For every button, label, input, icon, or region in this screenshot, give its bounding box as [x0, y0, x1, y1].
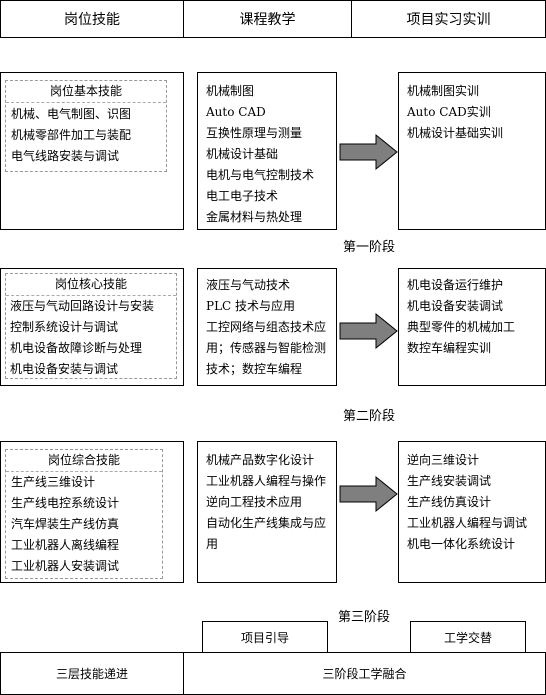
stage1-courses-box: 机械制图 Auto CAD 互换性原理与测量 机械设计基础 电机与电气控制技术 … [197, 72, 337, 230]
stage3-arrow-icon [339, 475, 398, 513]
course-item: 液压与气动技术 [206, 278, 291, 292]
work-study-label: 工学交替 [443, 630, 492, 645]
course-item: 互换性原理与测量 [206, 126, 303, 140]
stage2-arrow-icon [339, 312, 398, 350]
project-item: Auto CAD实训 [407, 105, 491, 119]
project-guide-box: 项目引导 [202, 621, 328, 653]
stage3-courses-box: 机械产品数字化设计 工业机器人编程与操作 逆向工程技术应用 自动化生产线集成与应… [197, 441, 337, 583]
stage1-skills-inner: 岗位基本技能 机械、电气制图、识图 机械零部件加工与装配 电气线路安装与调试 [5, 80, 167, 172]
header-skills-label: 岗位技能 [64, 12, 120, 28]
skill-item: 控制系统设计与调试 [10, 320, 119, 334]
stage3-projects-box: 逆向三维设计 生产线安装调试 生产线仿真设计 工业机器人编程与调试 机电一体化系… [398, 441, 546, 583]
project-item: 机电设备安装调试 [407, 299, 504, 313]
stage1-skill-title: 岗位基本技能 [6, 81, 166, 103]
project-item: 工业机器人编程与调试 [407, 516, 528, 530]
skill-item: 电气线路安装与调试 [11, 149, 120, 163]
course-item: 逆向工程技术应用 [206, 495, 303, 509]
project-guide-label: 项目引导 [240, 630, 289, 645]
integration-label: 三阶段工学融合 [322, 667, 407, 681]
stage2-label: 第二阶段 [343, 409, 396, 424]
header-skills: 岗位技能 [0, 0, 184, 38]
three-levels-box: 三层技能递进 [0, 652, 184, 695]
stage1-arrow-icon [339, 133, 398, 171]
stage2-skills-inner: 岗位核心技能 液压与气动回路设计与安装 控制系统设计与调试 机电设备故障诊断与处… [5, 273, 177, 379]
stage3-skills-box: 岗位综合技能 生产线三维设计 生产线电控系统设计 汽车焊装生产线仿真 工业机器人… [0, 441, 184, 583]
course-item: 自动化生产线集成与应用 [206, 516, 327, 551]
stage2-skills-box: 岗位核心技能 液压与气动回路设计与安装 控制系统设计与调试 机电设备故障诊断与处… [0, 268, 184, 386]
header-courses-label: 课程教学 [239, 12, 296, 28]
stage2-courses-box: 液压与气动技术 PLC 技术与应用 工控网络与组态技术应用；传感器与智能检测技术… [197, 268, 337, 386]
course-item: 工控网络与组态技术应用；传感器与智能检测技术；数控车编程 [206, 320, 327, 376]
stage3-label: 第三阶段 [338, 610, 391, 625]
project-item: 机电一体化系统设计 [407, 537, 516, 551]
course-item: PLC 技术与应用 [206, 299, 296, 313]
stage2-projects-box: 机电设备运行维护 机电设备安装调试 典型零件的机械加工 数控车编程实训 [398, 268, 546, 386]
course-item: 金属材料与热处理 [206, 210, 303, 224]
three-levels-label: 三层技能递进 [55, 667, 128, 681]
course-item: 电工电子技术 [206, 189, 279, 203]
project-item: 生产线仿真设计 [407, 495, 492, 509]
course-item: 机械设计基础 [206, 147, 279, 161]
project-item: 机电设备运行维护 [407, 278, 504, 292]
project-item: 机械制图实训 [407, 84, 480, 98]
stage1-projects-box: 机械制图实训 Auto CAD实训 机械设计基础实训 [398, 72, 546, 230]
header-courses: 课程教学 [183, 0, 352, 38]
stage3-skill-title: 岗位综合技能 [6, 450, 162, 472]
stage3-skills-inner: 岗位综合技能 生产线三维设计 生产线电控系统设计 汽车焊装生产线仿真 工业机器人… [5, 449, 163, 579]
course-item: 机械产品数字化设计 [206, 453, 315, 467]
skill-item: 机械、电气制图、识图 [11, 107, 132, 121]
course-item: 工业机器人编程与操作 [206, 474, 327, 488]
header-projects: 项目实习实训 [351, 0, 546, 38]
project-item: 逆向三维设计 [407, 453, 480, 467]
skill-item: 机电设备故障诊断与处理 [10, 341, 143, 355]
skill-item: 液压与气动回路设计与安装 [10, 299, 155, 313]
skill-item: 汽车焊装生产线仿真 [11, 517, 120, 531]
stage2-skill-title: 岗位核心技能 [6, 274, 176, 296]
work-study-box: 工学交替 [410, 621, 526, 653]
project-item: 生产线安装调试 [407, 474, 492, 488]
skill-item: 生产线电控系统设计 [11, 496, 120, 510]
project-item: 数控车编程实训 [407, 341, 492, 355]
stage1-label: 第一阶段 [343, 240, 396, 255]
stage1-skills-box: 岗位基本技能 机械、电气制图、识图 机械零部件加工与装配 电气线路安装与调试 [0, 72, 184, 230]
header-projects-label: 项目实习实训 [406, 12, 491, 28]
skill-item: 生产线三维设计 [11, 475, 96, 489]
project-item: 典型零件的机械加工 [407, 320, 516, 334]
course-item: 机械制图 [206, 84, 255, 98]
skill-item: 工业机器人安装调试 [11, 559, 120, 573]
skill-item: 机械零部件加工与装配 [11, 128, 132, 142]
course-item: Auto CAD [206, 105, 266, 119]
skill-item: 工业机器人离线编程 [11, 538, 120, 552]
integration-box: 三阶段工学融合 [183, 652, 546, 695]
project-item: 机械设计基础实训 [407, 126, 504, 140]
skill-item: 机电设备安装与调试 [10, 362, 119, 376]
course-item: 电机与电气控制技术 [206, 168, 315, 182]
